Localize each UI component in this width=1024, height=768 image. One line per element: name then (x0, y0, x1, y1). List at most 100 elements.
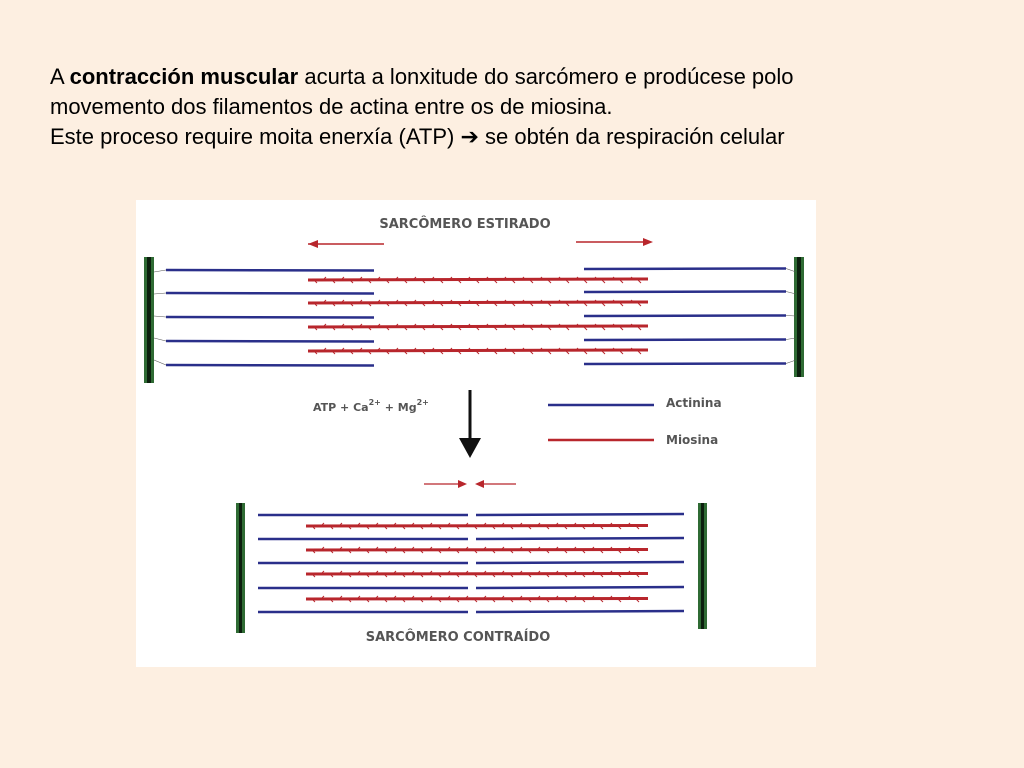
myosin-head (358, 276, 363, 281)
myosin-head (500, 546, 505, 551)
myosin-head (637, 302, 642, 307)
myosin-head (446, 546, 451, 551)
myosin-head (635, 598, 640, 603)
myosin-head (419, 549, 424, 554)
myosin-filament (307, 324, 649, 329)
myosin-head (538, 323, 543, 328)
myosin-head (473, 598, 478, 603)
myosin-head (610, 347, 615, 352)
myosin-head (590, 595, 595, 600)
myosin-head (448, 323, 453, 328)
myosin-head (563, 549, 568, 554)
myosin-head (545, 598, 550, 603)
myosin-head (547, 326, 552, 331)
myosin-head (446, 522, 451, 527)
myosin-head (376, 299, 381, 304)
myosin-head (383, 573, 388, 578)
bottom-actin-filaments (258, 512, 685, 614)
myosin-head (365, 598, 370, 603)
z-link (785, 359, 797, 364)
myosin-head (421, 302, 426, 307)
myosin-head (635, 573, 640, 578)
myosin-head (419, 525, 424, 530)
myosin-head (509, 598, 514, 603)
myosin-head (421, 350, 426, 355)
myosin-head (619, 326, 624, 331)
myosin-head (437, 525, 442, 530)
myosin-head (608, 522, 613, 527)
myosin-head (635, 549, 640, 554)
legend-myosin-label: Miosina (666, 433, 718, 447)
myosin-head (619, 302, 624, 307)
myosin-head (374, 546, 379, 551)
myosin-head (421, 279, 426, 284)
myosin-head (331, 302, 336, 307)
myosin-head (448, 276, 453, 281)
myosin-head (610, 299, 615, 304)
myosin-head (529, 350, 534, 355)
myosin-head (509, 525, 514, 530)
myosin-head (493, 302, 498, 307)
myosin-head (349, 350, 354, 355)
myosin-head (367, 302, 372, 307)
myosin-head (590, 522, 595, 527)
myosin-filament (307, 348, 649, 353)
myosin-head (583, 350, 588, 355)
myosin-head (574, 299, 579, 304)
myosin-head (455, 525, 460, 530)
myosin-head (565, 279, 570, 284)
myosin-head (509, 573, 514, 578)
myosin-head (347, 525, 352, 530)
myosin-head (331, 326, 336, 331)
myosin-head (554, 522, 559, 527)
myosin-head (356, 546, 361, 551)
myosin-head (410, 522, 415, 527)
myosin-head (340, 299, 345, 304)
myosin-head (482, 522, 487, 527)
myosin-head (563, 573, 568, 578)
myosin-head (518, 522, 523, 527)
myosin-head (329, 549, 334, 554)
myosin-head (601, 326, 606, 331)
z-link (153, 359, 167, 366)
myosin-head (484, 323, 489, 328)
myosin-head (329, 573, 334, 578)
myosin-head (599, 598, 604, 603)
legend-actin-label: Actinina (666, 396, 722, 410)
myosin-head (383, 525, 388, 530)
actin-filament-left (165, 291, 375, 295)
myosin-head (473, 549, 478, 554)
myosin-head (473, 573, 478, 578)
myosin-head (565, 302, 570, 307)
myosin-head (608, 546, 613, 551)
myosin-head (464, 522, 469, 527)
myosin-head (439, 302, 444, 307)
myosin-head (320, 546, 325, 551)
myosin-head (556, 347, 561, 352)
myosin-head (430, 323, 435, 328)
z-link (785, 291, 797, 295)
myosin-head (509, 549, 514, 554)
actin-filament-right (475, 512, 685, 517)
z-link (785, 315, 797, 317)
myosin-head (545, 573, 550, 578)
myosin-head (484, 299, 489, 304)
myosin-head (466, 299, 471, 304)
myosin-head (412, 276, 417, 281)
myosin-head (439, 350, 444, 355)
myosin-head (392, 595, 397, 600)
myosin-head (430, 299, 435, 304)
myosin-head (403, 326, 408, 331)
myosin-head (637, 350, 642, 355)
myosin-head (491, 598, 496, 603)
myosin-head (473, 525, 478, 530)
myosin-head (572, 595, 577, 600)
line1-bold: contracción muscular (69, 64, 299, 89)
myosin-head (455, 573, 460, 578)
actin-filament-right (583, 314, 787, 318)
myosin-head (338, 546, 343, 551)
myosin-head (347, 573, 352, 578)
myosin-head (356, 570, 361, 575)
myosin-head (367, 350, 372, 355)
myosin-head (383, 598, 388, 603)
